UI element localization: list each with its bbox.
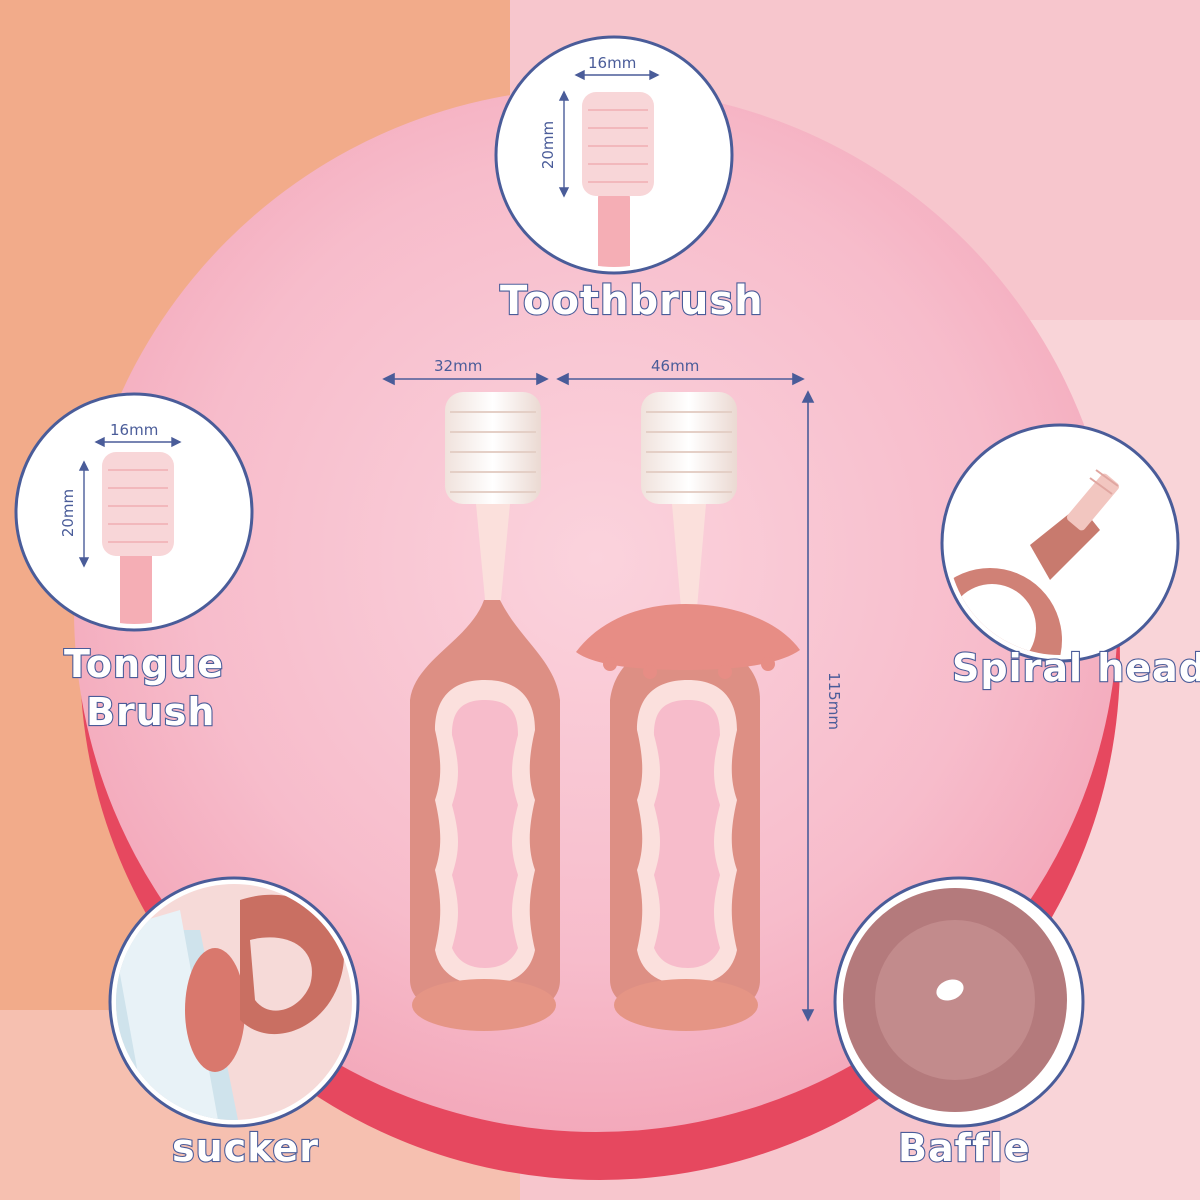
dim-top-height: 20mm xyxy=(539,120,558,170)
spiral-head-label: Spiral head xyxy=(951,645,1200,691)
tongue-brush-label-line1: Tongue xyxy=(63,641,225,687)
dim-product-height: 115mm xyxy=(824,672,843,730)
sucker-label: sucker xyxy=(171,1125,319,1171)
tongue-brush-label-line2: Brush xyxy=(85,689,216,735)
tongue-brush-product xyxy=(410,392,560,1031)
dimension-lines xyxy=(382,372,815,1022)
toothbrush-detail-circle xyxy=(494,35,734,275)
baffle-label: Baffle xyxy=(897,1125,1031,1171)
baffle-detail-circle xyxy=(833,876,1085,1128)
dim-top-width: 16mm xyxy=(588,54,637,72)
dim-left-width: 16mm xyxy=(110,421,159,439)
dim-left-height: 20mm xyxy=(59,488,78,538)
dim-product-width-left: 32mm xyxy=(434,357,483,375)
toothbrush-label: Toothbrush xyxy=(499,277,764,325)
display-disc xyxy=(74,88,1118,1132)
dim-product-width-right: 46mm xyxy=(651,357,700,375)
sucker-detail-circle xyxy=(108,876,360,1128)
tongue-brush-detail-circle xyxy=(14,392,254,632)
toothbrush-product xyxy=(576,392,800,1031)
